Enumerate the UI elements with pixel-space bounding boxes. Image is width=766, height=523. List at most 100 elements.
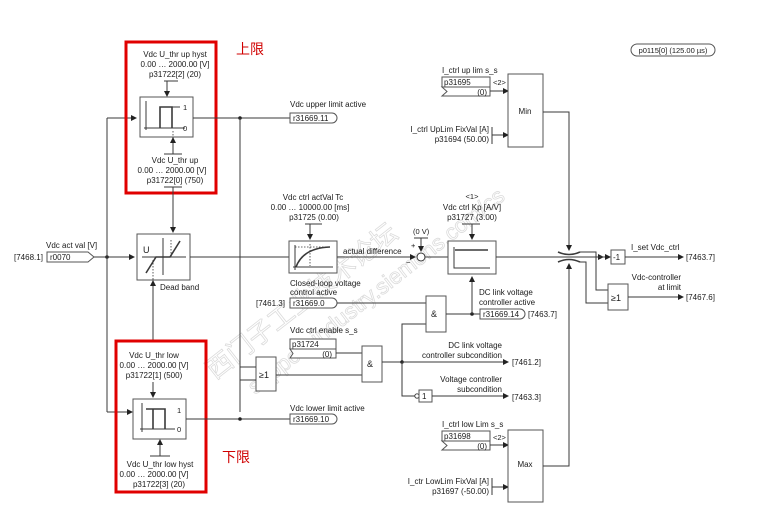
svg-text:<1>: <1> xyxy=(466,192,480,201)
and-gate-enable: & xyxy=(361,345,383,383)
svg-text:subcondition: subcondition xyxy=(457,385,502,394)
svg-text:0.00 … 2000.00 [V]: 0.00 … 2000.00 [V] xyxy=(120,361,189,370)
svg-text:0.00 … 2000.00 [V]: 0.00 … 2000.00 [V] xyxy=(120,470,189,479)
svg-text:DC link voltage: DC link voltage xyxy=(448,341,502,350)
and-gate-controller-active: & xyxy=(425,295,447,333)
svg-text:(0): (0) xyxy=(477,88,487,97)
svg-text:p31697 (-50.00): p31697 (-50.00) xyxy=(432,487,489,496)
not-gate: 1 xyxy=(418,389,433,403)
svg-text:0.00 … 2000.00 [V]: 0.00 … 2000.00 [V] xyxy=(141,60,210,69)
actual-difference-label: actual difference xyxy=(343,247,402,256)
current-setpoint-output: I_set Vdc_ctrl [7463.7] xyxy=(631,243,715,262)
svg-text:Vdc U_thr low: Vdc U_thr low xyxy=(129,351,179,360)
svg-text:p31695: p31695 xyxy=(444,78,471,87)
or-gate-limits: ≥1 xyxy=(255,356,277,392)
svg-text:[7468.1]: [7468.1] xyxy=(14,253,43,262)
svg-text:DC link voltage: DC link voltage xyxy=(479,288,533,297)
svg-text:I_ctrl UpLim FixVal [A]: I_ctrl UpLim FixVal [A] xyxy=(410,125,489,134)
sampling-time-badge: p0115[0] (125.00 µs) xyxy=(630,43,716,57)
svg-text:I_set Vdc_ctrl: I_set Vdc_ctrl xyxy=(631,243,680,252)
svg-text:p31727 (3.00): p31727 (3.00) xyxy=(447,213,497,222)
svg-text:[7467.6]: [7467.6] xyxy=(686,293,715,302)
svg-text:controller subcondition: controller subcondition xyxy=(422,351,502,360)
svg-text:Max: Max xyxy=(517,460,532,469)
svg-text:&: & xyxy=(367,359,373,369)
svg-text:0.00 … 2000.00 [V]: 0.00 … 2000.00 [V] xyxy=(138,166,207,175)
svg-text:Vdc act val [V]: Vdc act val [V] xyxy=(46,241,97,250)
max-limit-block: I_ctrl low Lim s_s p31698 (0) <2> I_ctr … xyxy=(408,420,544,503)
svg-text:I_ctr LowLim FixVal [A]: I_ctr LowLim FixVal [A] xyxy=(408,477,489,486)
svg-text:r31669.14: r31669.14 xyxy=(483,310,520,319)
svg-text:<2>: <2> xyxy=(493,433,507,442)
svg-text:controller active: controller active xyxy=(479,298,536,307)
svg-text:p31698: p31698 xyxy=(444,432,471,441)
lower-limit-active-output: Vdc lower limit active r31669.10 xyxy=(289,404,365,425)
svg-text:p31724: p31724 xyxy=(292,340,319,349)
upper-limit-annotation: 上限 xyxy=(236,41,264,57)
svg-text:1: 1 xyxy=(422,392,427,401)
svg-text:Vdc-controller: Vdc-controller xyxy=(632,273,682,282)
svg-text:U: U xyxy=(143,245,150,255)
negate-gain-block: -1 xyxy=(610,249,626,265)
controller-at-limit-output: Vdc-controller at limit [7467.6] xyxy=(632,273,715,302)
svg-text:Vdc lower limit active: Vdc lower limit active xyxy=(290,404,365,413)
enable-signal-input: Vdc ctrl enable s_s p31724 (0) xyxy=(289,326,358,359)
svg-text:0: 0 xyxy=(183,124,187,133)
svg-text:p31722[1] (500): p31722[1] (500) xyxy=(126,371,183,380)
svg-text:[7463.7]: [7463.7] xyxy=(686,253,715,262)
svg-text:at limit: at limit xyxy=(658,283,682,292)
svg-text:p0115[0] (125.00 µs): p0115[0] (125.00 µs) xyxy=(639,46,708,55)
svg-text:Vdc U_thr up: Vdc U_thr up xyxy=(152,156,199,165)
upper-limit-active-output: Vdc upper limit active r31669.11 xyxy=(289,100,367,124)
svg-text:-1: -1 xyxy=(613,253,621,262)
svg-text:Voltage controller: Voltage controller xyxy=(440,375,502,384)
svg-text:p31725 (0.00): p31725 (0.00) xyxy=(289,213,339,222)
svg-text:Vdc upper limit active: Vdc upper limit active xyxy=(290,100,367,109)
svg-text:1: 1 xyxy=(183,103,187,112)
svg-text:[7463.7]: [7463.7] xyxy=(528,310,557,319)
svg-text:0: 0 xyxy=(177,425,181,434)
closed-loop-active-input: Closed-loop voltage control active [7461… xyxy=(256,279,361,309)
dead-band-block: U Dead band xyxy=(136,233,199,292)
svg-text:0.00 … 10000.00 [ms]: 0.00 … 10000.00 [ms] xyxy=(271,203,350,212)
min-limit-block: I_ctrl up lim s_s p31695 (0) <2> I_ctrl … xyxy=(410,66,544,148)
voltage-subcondition-output: Voltage controller subcondition [7463.3] xyxy=(440,375,541,402)
svg-text:r31669.11: r31669.11 xyxy=(293,114,329,123)
svg-text:≥1: ≥1 xyxy=(611,293,621,303)
current-limiter xyxy=(557,251,608,304)
svg-text:Vdc ctrl actVal Tc: Vdc ctrl actVal Tc xyxy=(283,193,344,202)
upper-threshold-hysteresis: Vdc U_thr up hyst 0.00 … 2000.00 [V] p31… xyxy=(138,50,210,188)
or-gate-at-limit: ≥1 xyxy=(607,283,629,311)
svg-text:[7463.3]: [7463.3] xyxy=(512,393,541,402)
svg-text:+: + xyxy=(411,241,416,250)
svg-text:I_ctrl up lim s_s: I_ctrl up lim s_s xyxy=(442,66,498,75)
svg-text:Vdc U_thr up hyst: Vdc U_thr up hyst xyxy=(143,50,207,59)
dc-link-subcondition-output: DC link voltage controller subcondition … xyxy=(422,341,541,367)
kp-gain-block: <1> Vdc ctrl Kp [A/V] p31727 (3.00) xyxy=(443,192,501,275)
lower-limit-highlight xyxy=(114,339,208,494)
svg-text:<2>: <2> xyxy=(493,78,507,87)
lower-limit-annotation: 下限 xyxy=(222,449,250,465)
svg-text:[7461.2]: [7461.2] xyxy=(512,358,541,367)
svg-text:1: 1 xyxy=(177,406,181,415)
svg-text:−: − xyxy=(406,258,411,267)
svg-text:(0): (0) xyxy=(322,350,332,359)
svg-text:(0): (0) xyxy=(477,442,487,451)
svg-text:[7461.3]: [7461.3] xyxy=(256,299,285,308)
svg-text:(0 V): (0 V) xyxy=(413,227,430,236)
svg-text:p31722[3] (20): p31722[3] (20) xyxy=(133,480,185,489)
svg-text:I_ctrl low Lim s_s: I_ctrl low Lim s_s xyxy=(442,420,503,429)
svg-text:r31669.10: r31669.10 xyxy=(293,415,330,424)
svg-text:Closed-loop voltage: Closed-loop voltage xyxy=(290,279,361,288)
svg-text:Dead band: Dead band xyxy=(160,283,199,292)
svg-text:Vdc ctrl Kp [A/V]: Vdc ctrl Kp [A/V] xyxy=(443,203,501,212)
svg-text:≥1: ≥1 xyxy=(259,370,269,380)
svg-text:p31694 (50.00): p31694 (50.00) xyxy=(435,135,490,144)
dc-link-active-output: DC link voltage controller active r31669… xyxy=(479,288,557,320)
svg-text:&: & xyxy=(431,309,437,319)
svg-text:control active: control active xyxy=(290,288,338,297)
pt1-filter-block: Vdc ctrl actVal Tc 0.00 … 10000.00 [ms] … xyxy=(271,193,350,274)
svg-text:r0070: r0070 xyxy=(50,253,71,262)
summing-point: (0 V) + − xyxy=(406,227,430,267)
